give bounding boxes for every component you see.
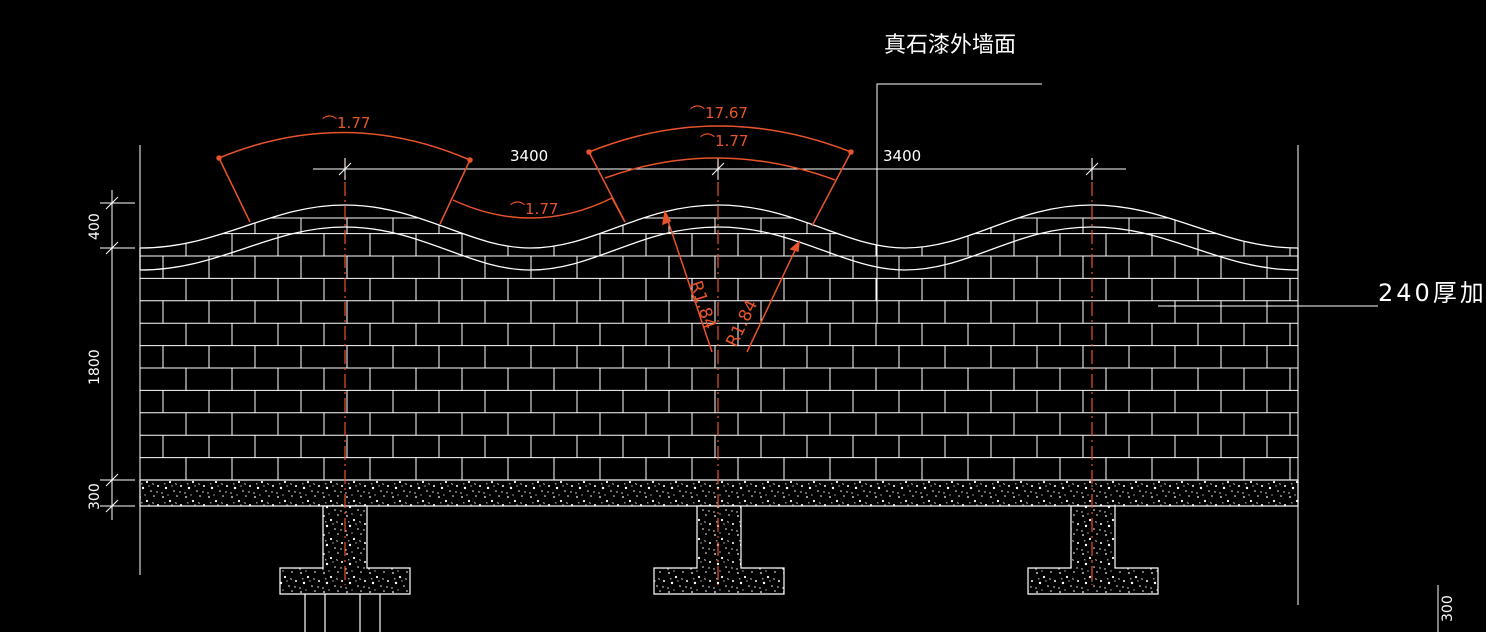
arc-len-mid-outer: ⌒17.67: [690, 104, 748, 122]
height-dimensions: [100, 190, 135, 520]
note-wall-label: 240厚加气: [1378, 279, 1486, 307]
concrete-foundation: [139, 479, 1299, 632]
dim-base-height: 300: [87, 483, 103, 510]
dim-lower-right: 300: [1440, 595, 1456, 622]
arc-len-mid-inner: ⌒1.77: [700, 132, 748, 150]
arc-len-mid-low: ⌒1.77: [510, 200, 558, 218]
column-center-lines: [344, 158, 1093, 585]
radius-label-left: R1.84: [685, 278, 719, 331]
dim-span-left: 3400: [510, 147, 548, 165]
arc-dimensions: [216, 125, 854, 353]
arc-len-left: ⌒1.77: [322, 114, 370, 132]
dim-cap-height: 400: [87, 213, 103, 240]
note-finish-label: 真石漆外墙面: [884, 33, 1016, 58]
dim-span-right: 3400: [883, 147, 921, 165]
dim-wall-height: 1800: [87, 349, 103, 385]
brick-wall-pattern: [140, 217, 1298, 480]
leader-lines: [876, 83, 1378, 323]
span-dimension: [313, 158, 1126, 180]
wavy-coping: [139, 204, 1299, 271]
